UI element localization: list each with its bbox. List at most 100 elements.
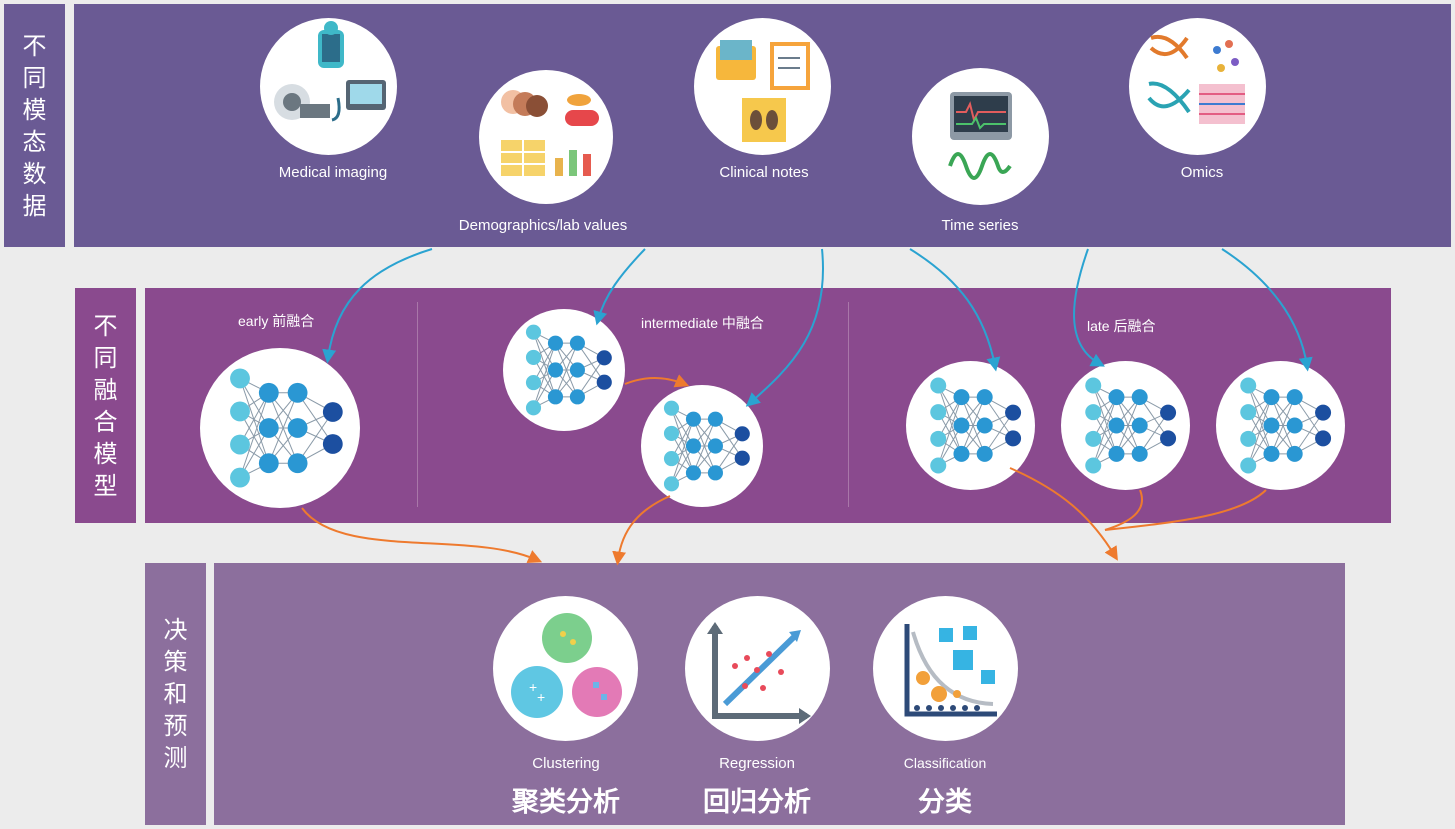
network-node (569, 389, 585, 405)
network-node (1108, 445, 1125, 462)
output-label-zh: 回归分析 (703, 787, 811, 818)
network-node (707, 438, 723, 454)
network-node (1131, 445, 1148, 462)
modality-label: Clinical notes (719, 164, 809, 181)
network-node (707, 411, 723, 427)
modality-label: Omics (1180, 164, 1224, 181)
svg-text:+: + (529, 679, 537, 695)
network-node (1108, 389, 1125, 406)
network-node (287, 418, 308, 438)
network-node (287, 453, 308, 474)
neural-network-icon (906, 361, 1035, 490)
network-node (1315, 430, 1332, 447)
network-node (1286, 417, 1303, 434)
network-node (230, 368, 250, 389)
network-node (976, 389, 993, 406)
network-node (230, 434, 250, 455)
network-node (230, 467, 250, 488)
demographics-lab-icon (479, 70, 613, 204)
section-label-decision: 决策和预测 (145, 563, 206, 825)
network-node (976, 445, 993, 462)
network-node (1085, 377, 1102, 394)
network-node (1108, 417, 1125, 434)
network-node (1286, 389, 1303, 406)
neural-network-icon (1216, 361, 1345, 490)
network-node (685, 411, 702, 427)
section-label-fusion: 不同融合模型 (75, 288, 136, 523)
network-node (976, 417, 993, 434)
network-node (1085, 457, 1102, 474)
network-node (547, 335, 564, 351)
late-fusion-label: late 后融合 (1087, 318, 1156, 334)
neural-network-icon (641, 385, 763, 507)
network-node (1085, 430, 1102, 447)
network-node (1160, 404, 1177, 421)
network-node (322, 434, 343, 454)
network-node (1286, 445, 1303, 462)
network-node (596, 350, 612, 366)
network-node (685, 438, 702, 454)
network-node (707, 465, 723, 481)
early-fusion-label: early 前融合 (238, 313, 315, 329)
network-node (930, 404, 947, 421)
network-node (685, 465, 702, 481)
network-node (1315, 404, 1332, 421)
time-series-monitor-icon (912, 68, 1049, 205)
output-label-zh: 分类 (918, 787, 972, 818)
regression-icon (685, 596, 830, 741)
neural-network-icon (503, 309, 625, 431)
network-node (1240, 377, 1257, 394)
network-node (525, 324, 542, 340)
neural-network-icon (200, 348, 360, 508)
network-node (258, 418, 279, 438)
network-node (287, 382, 308, 403)
network-node (734, 426, 750, 442)
network-node (930, 377, 947, 394)
svg-text:+: + (537, 689, 545, 705)
network-node (953, 417, 970, 434)
fusion-divider (848, 302, 849, 507)
output-label-en: Classification (903, 755, 987, 771)
network-node (322, 402, 343, 422)
output-label-zh: 聚类分析 (512, 787, 620, 818)
network-node (930, 430, 947, 447)
clinical-notes-icon (694, 18, 831, 155)
fusion-divider (417, 302, 418, 507)
section-label-data: 不同模态数据 (4, 4, 65, 247)
network-node (1263, 445, 1280, 462)
output-label-en: Clustering (532, 755, 600, 772)
network-node (1263, 389, 1280, 406)
network-node (663, 451, 680, 467)
network-node (547, 362, 564, 378)
network-node (734, 450, 750, 466)
network-node (663, 425, 680, 441)
network-node (1005, 404, 1022, 421)
output-label-en: Regression (719, 755, 795, 772)
network-node (569, 335, 585, 351)
dna-omics-icon (1129, 18, 1266, 155)
network-node (1005, 430, 1022, 447)
network-node (596, 374, 612, 390)
network-node (547, 389, 564, 405)
network-node (663, 476, 680, 492)
network-node (258, 453, 279, 474)
network-node (1160, 430, 1177, 447)
clustering-icon: ++ (493, 596, 638, 741)
network-node (1131, 417, 1148, 434)
modality-label: Time series (941, 217, 1019, 234)
neural-network-icon (1061, 361, 1190, 490)
network-node (1240, 457, 1257, 474)
network-node (525, 349, 542, 365)
network-node (663, 400, 680, 416)
network-node (569, 362, 585, 378)
network-node (1240, 404, 1257, 421)
network-node (230, 401, 250, 422)
network-node (1240, 430, 1257, 447)
network-node (525, 400, 542, 416)
network-node (258, 382, 279, 403)
network-node (1085, 404, 1102, 421)
network-node (953, 389, 970, 406)
network-node (1263, 417, 1280, 434)
network-node (930, 457, 947, 474)
modality-label: Demographics/lab values (458, 217, 628, 234)
